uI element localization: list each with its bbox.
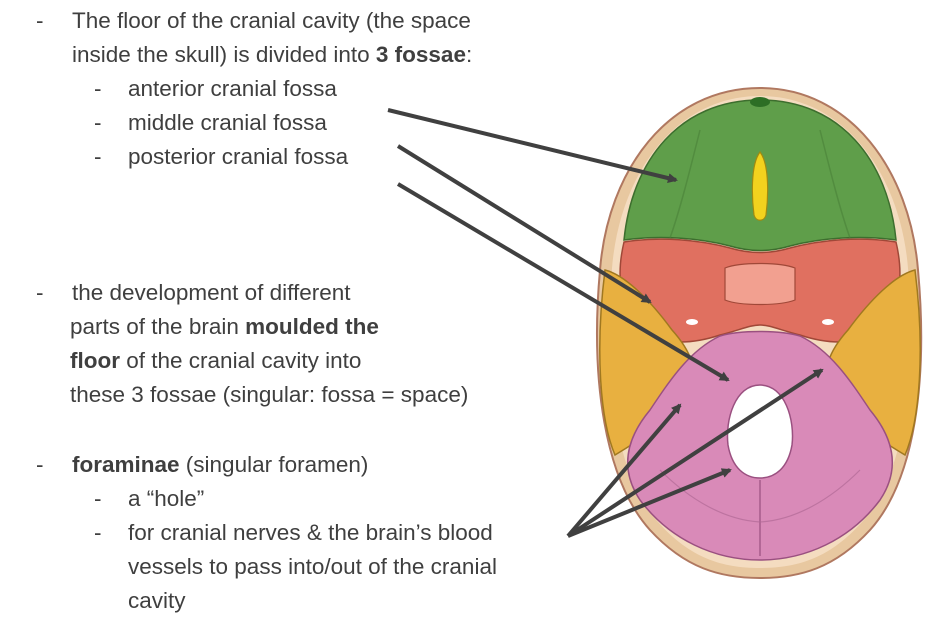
development-line3: floor of the cranial cavity into <box>70 348 362 373</box>
posterior-fossa-label: posterior cranial fossa <box>128 144 349 169</box>
arrow-foramen-2 <box>566 368 824 538</box>
bullet-dash: - <box>36 8 44 33</box>
arrow-middle <box>396 144 652 304</box>
foramen-purpose-line2: vessels to pass into/out of the cranial <box>128 554 497 579</box>
foraminae-title: foraminae (singular foramen) <box>72 452 369 477</box>
sub-bullet-dash: - <box>94 486 102 511</box>
arrow-posterior <box>396 182 730 382</box>
bullet-dash: - <box>36 280 44 305</box>
arrow-foramen-3 <box>567 468 732 538</box>
foramen-purpose-line1: for cranial nerves & the brain’s blood <box>128 520 493 545</box>
development-line2: parts of the brain moulded the <box>70 314 379 339</box>
arrow-foramen-1 <box>566 403 682 538</box>
arrow-anterior <box>387 108 678 183</box>
middle-fossa-label: middle cranial fossa <box>128 110 327 135</box>
sub-bullet-dash: - <box>94 520 102 545</box>
foramen-magnum <box>726 384 794 479</box>
anterior-fossa-label: anterior cranial fossa <box>128 76 337 101</box>
foramen-purpose-line3: cavity <box>128 588 186 613</box>
development-line4: these 3 fossae (singular: fossa = space) <box>70 382 469 407</box>
sub-bullet-dash: - <box>94 110 102 135</box>
fossae-intro-line2: inside the skull) is divided into 3 foss… <box>72 42 473 67</box>
bullet-dash: - <box>36 452 44 477</box>
sub-bullet-dash: - <box>94 76 102 101</box>
foramen-hole-label: a “hole” <box>128 486 205 511</box>
crista-galli <box>751 151 769 221</box>
sub-bullet-dash: - <box>94 144 102 169</box>
development-line1: the development of different <box>72 280 351 305</box>
fossae-intro-line1: The floor of the cranial cavity (the spa… <box>72 8 471 33</box>
pointer-arrows <box>387 108 824 538</box>
